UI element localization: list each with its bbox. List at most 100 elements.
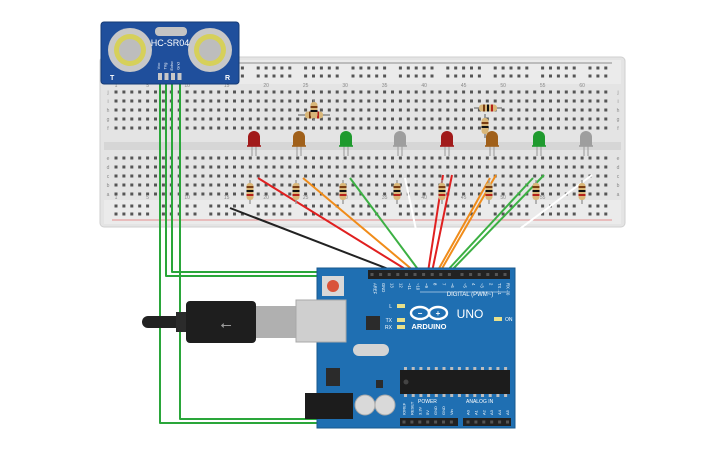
breadboard-hole <box>367 99 371 103</box>
breadboard-hole <box>193 117 197 121</box>
power-pin-socket[interactable] <box>449 420 453 424</box>
reset-button[interactable] <box>327 280 339 292</box>
breadboard-hole <box>533 108 537 112</box>
column-number: 5 <box>146 83 149 89</box>
digital-pin-socket[interactable] <box>396 273 400 276</box>
breadboard-hole <box>319 156 323 160</box>
digital-pin-socket[interactable] <box>379 273 383 276</box>
digital-pin-socket[interactable] <box>404 273 408 276</box>
digital-pin-socket[interactable] <box>370 273 374 276</box>
breadboard-hole <box>470 192 473 196</box>
rail-hole <box>604 74 608 78</box>
digital-pin-socket[interactable] <box>413 273 417 276</box>
led-4[interactable] <box>393 131 407 156</box>
breadboard-hole <box>209 90 213 94</box>
resistor-8[interactable] <box>578 180 586 204</box>
breadboard-hole <box>391 183 394 187</box>
power-pin-socket[interactable] <box>418 420 422 424</box>
rail-hole <box>130 204 134 208</box>
breadboard-hole <box>209 117 213 121</box>
rail-hole <box>470 74 473 78</box>
breadboard-hole <box>572 174 576 178</box>
digital-pin-socket[interactable] <box>422 273 426 276</box>
on-label: ON <box>505 317 513 323</box>
rail-hole <box>588 212 592 216</box>
led-7[interactable] <box>532 131 546 156</box>
led-3[interactable] <box>339 131 353 156</box>
digital-pin-socket[interactable] <box>387 273 391 276</box>
usb-chip <box>366 316 380 330</box>
analog-pin-socket[interactable] <box>490 420 494 424</box>
rail-hole <box>572 66 576 70</box>
power-pin-socket[interactable] <box>402 420 406 424</box>
resistor-4[interactable] <box>393 180 401 204</box>
breadboard-hole <box>130 156 134 160</box>
power-pin-socket[interactable] <box>410 420 414 424</box>
led-8[interactable] <box>579 131 593 156</box>
sensor-corner-left: T <box>110 75 115 82</box>
analog-pin-socket[interactable] <box>498 420 502 424</box>
breadboard-hole <box>280 165 284 169</box>
led-2[interactable] <box>292 131 306 156</box>
breadboard-hole <box>462 117 466 121</box>
breadboard-hole <box>596 192 600 196</box>
digital-pin-socket[interactable] <box>439 273 443 276</box>
digital-pin-socket[interactable] <box>494 273 498 276</box>
digital-pin-socket[interactable] <box>469 273 473 276</box>
breadboard-hole <box>422 117 426 121</box>
rail-hole <box>138 212 142 216</box>
resistor-5[interactable] <box>438 180 446 204</box>
breadboard-hole <box>138 126 142 130</box>
breadboard-hole <box>572 192 576 196</box>
led-1[interactable] <box>247 131 261 156</box>
resistor-6[interactable] <box>485 180 493 204</box>
breadboard-hole <box>406 99 410 103</box>
led-5[interactable] <box>440 131 454 156</box>
resistor-top-3 <box>474 104 502 112</box>
rail-hole <box>288 212 292 216</box>
digital-pin-socket[interactable] <box>447 273 451 276</box>
breadboard-hole <box>454 183 458 187</box>
breadboard-hole <box>217 183 221 187</box>
rail-hole <box>454 74 458 78</box>
breadboard-hole <box>462 156 466 160</box>
power-pin-socket[interactable] <box>426 420 430 424</box>
digital-pin-socket[interactable] <box>486 273 490 276</box>
digital-pin-socket[interactable] <box>503 273 507 276</box>
digital-pin-label: 8 <box>433 283 438 286</box>
digital-pin-socket[interactable] <box>430 273 434 276</box>
breadboard-hole <box>525 99 529 103</box>
column-number: 35 <box>382 83 388 89</box>
breadboard-hole <box>446 126 450 130</box>
breadboard-hole <box>193 90 197 94</box>
breadboard-hole <box>146 90 150 94</box>
led-6[interactable] <box>485 131 499 156</box>
power-pin-socket[interactable] <box>434 420 438 424</box>
digital-pin-label: ~9 <box>424 283 429 288</box>
breadboard-hole <box>264 174 268 178</box>
analog-pin-socket[interactable] <box>466 420 470 424</box>
analog-pin-socket[interactable] <box>482 420 486 424</box>
analog-pin-socket[interactable] <box>474 420 478 424</box>
resistor-3[interactable] <box>339 180 347 204</box>
digital-pin-socket[interactable] <box>477 273 481 276</box>
power-pin-socket[interactable] <box>442 420 445 424</box>
breadboard-hole <box>556 117 560 121</box>
analog-pin-socket[interactable] <box>506 420 509 424</box>
breadboard-hole <box>256 183 260 187</box>
breadboard-hole <box>414 192 418 196</box>
power-pin-label: GND <box>433 406 438 415</box>
breadboard-hole <box>154 108 157 112</box>
resistor-7[interactable] <box>532 180 540 204</box>
led3-wire <box>349 177 421 273</box>
rail-hole <box>272 66 276 70</box>
breadboard-hole <box>280 108 284 112</box>
resistor-1[interactable] <box>246 180 254 204</box>
breadboard-hole <box>517 99 521 103</box>
resistor-2[interactable] <box>292 180 300 204</box>
breadboard-hole <box>493 165 497 169</box>
digital-pin-socket[interactable] <box>460 273 464 276</box>
digital-pin-label: 2 <box>488 283 493 286</box>
